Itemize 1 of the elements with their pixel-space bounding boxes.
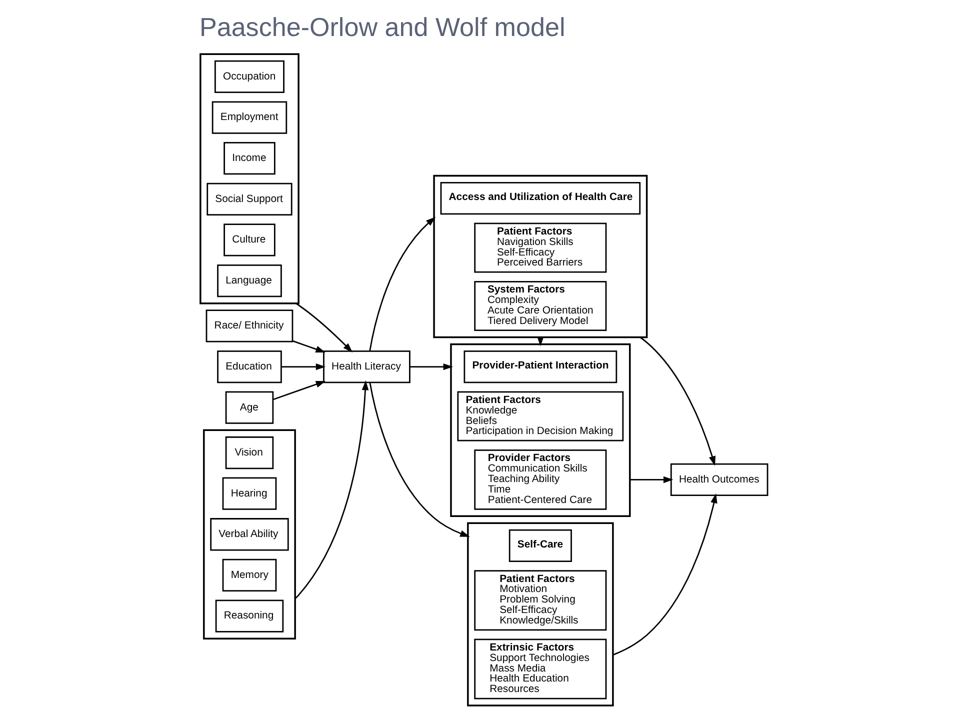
diagram-title: Paasche-Orlow and Wolf model [198, 12, 565, 42]
